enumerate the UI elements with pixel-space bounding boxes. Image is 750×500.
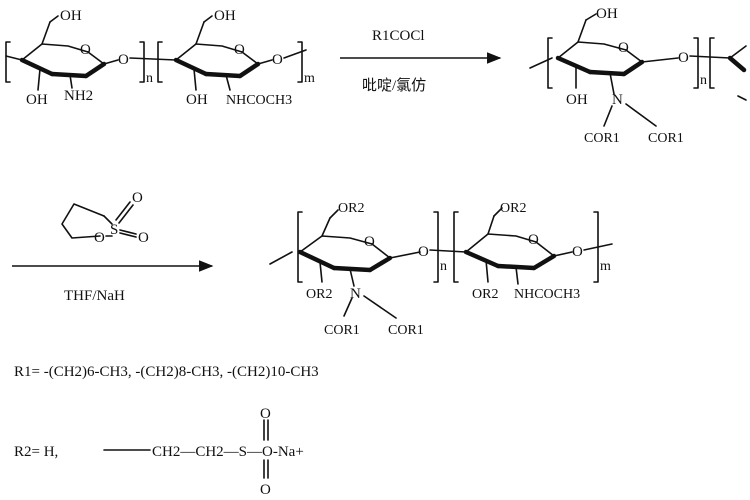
bottom-solvent-label: THF/NaH (64, 288, 125, 304)
reactant-u2-oh6: OH (214, 8, 236, 24)
reactant-sub-m: m (304, 71, 315, 86)
product-structure: OR2 O OR2 N COR1 COR1 O n OR2 O OR2 NHCO… (269, 201, 613, 338)
top-reagent-label: R1COCl (372, 28, 425, 44)
product-u2-link-o: O (572, 244, 583, 260)
reactant-u1-oh3: OH (26, 92, 48, 108)
product-u2-or6: OR2 (500, 201, 526, 216)
reactant-u2-ring-o: O (234, 42, 245, 58)
intermediate-structure: OH O OH N COR1 COR1 O n (529, 6, 747, 146)
top-solvent-label: 吡啶/氯仿 (362, 77, 426, 94)
product-u1-or6: OR2 (338, 201, 364, 216)
intermediate-link-o: O (678, 50, 689, 66)
intermediate-oh6: OH (596, 6, 618, 22)
intermediate-ring-o: O (618, 40, 629, 56)
r1-definition: R1= -(CH2)6-CH3, -(CH2)8-CH3, -(CH2)10-C… (14, 364, 319, 380)
propane-sultone-structure: O S O O (61, 190, 149, 246)
product-ring-2 (463, 207, 573, 285)
reactant-u1-oh6: OH (60, 8, 82, 24)
product-u1-acyl-left: COR1 (324, 323, 360, 338)
reactant-u2-amide: NHCOCH3 (226, 93, 292, 108)
reactant-u1-amine: NH2 (64, 88, 93, 104)
reactant-u1-link-o: O (118, 52, 129, 68)
reactant-ring-2 (173, 15, 273, 91)
sultone-ring-o: O (94, 230, 105, 246)
product-u2-ring-o: O (528, 232, 539, 248)
reactant-ring-1 (19, 15, 119, 91)
intermediate-oh3: OH (566, 92, 588, 108)
product-u1-acyl-right: COR1 (388, 323, 424, 338)
sultone-o-right: O (138, 230, 149, 246)
intermediate-nitrogen: N (612, 92, 623, 108)
product-u1-nitrogen: N (350, 286, 361, 302)
product-sub-n: n (440, 259, 447, 274)
sultone-o-top: O (132, 190, 143, 206)
product-sub-m: m (600, 259, 611, 274)
product-u1-or3: OR2 (306, 287, 332, 302)
r2-definition: R2= H, CH2—CH2—S—O-Na+ O O (14, 406, 304, 498)
intermediate-acyl-left: COR1 (584, 131, 620, 146)
reactant-u2-oh3: OH (186, 92, 208, 108)
intermediate-ring-1 (555, 13, 679, 127)
reactant-structure: OH O OH NH2 O n OH O OH NHCOCH3 O m (5, 8, 315, 108)
product-u2-or3: OR2 (472, 287, 498, 302)
r2-prefix: R2= H, (14, 444, 58, 460)
intermediate-acyl-right: COR1 (648, 131, 684, 146)
r2-o-bottom: O (260, 482, 271, 498)
reactant-u1-ring-o: O (80, 42, 91, 58)
bottom-reaction-arrow: THF/NaH (12, 260, 214, 304)
product-u2-amide: NHCOCH3 (514, 287, 580, 302)
sultone-sulfur: S (110, 222, 118, 238)
product-ring-1 (297, 209, 421, 319)
reactant-u2-link-o: O (272, 52, 283, 68)
reactant-sub-n: n (146, 71, 153, 86)
product-u1-ring-o: O (364, 234, 375, 250)
top-reaction-arrow: R1COCl 吡啶/氯仿 (340, 28, 502, 94)
intermediate-sub-n: n (700, 73, 707, 88)
r2-o-top: O (260, 406, 271, 422)
product-u1-link-o: O (418, 244, 429, 260)
r2-chain: CH2—CH2—S—O-Na+ (152, 444, 304, 460)
